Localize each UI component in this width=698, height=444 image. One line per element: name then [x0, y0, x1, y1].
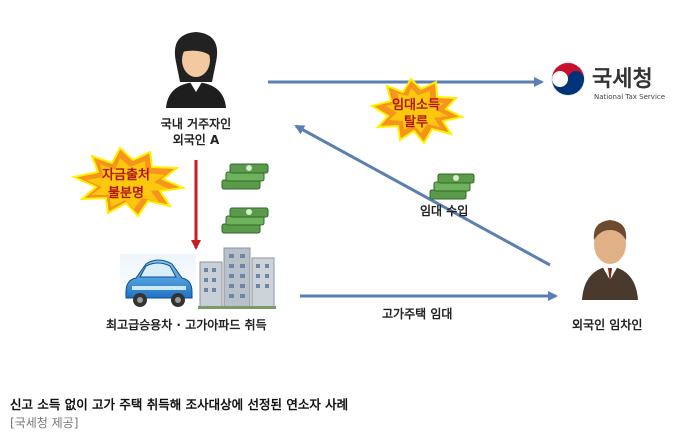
person-a-label: 국내 거주자인 외국인 A	[146, 116, 246, 148]
rent-income-label: 임대 수입	[420, 204, 469, 218]
tenant-label: 외국인 임차인	[572, 318, 643, 332]
tenant-icon	[582, 220, 638, 300]
car-icon	[120, 254, 196, 310]
assets-label: 최고급승용차 · 고가아파드 취득	[106, 318, 267, 332]
nts-logo-text: 국세청	[592, 67, 653, 92]
nts-logo-icon	[551, 62, 585, 96]
diagram: 국세청 National Tax Service 임대소득 탈루 자금출처 불분…	[70, 32, 665, 332]
burst-evasion-line2: 탈루	[404, 115, 428, 130]
caption: 신고 소득 없이 고가 주택 취득해 조사대상에 선정된 연소자 사례	[10, 397, 349, 412]
person-a-label-line2: 외국인 A	[172, 133, 220, 147]
burst-funds-line2: 불분명	[108, 185, 144, 201]
credit: [국세청 제공]	[10, 416, 79, 430]
lease-label: 고가주택 임대	[382, 307, 453, 321]
nts-logo-subtext: National Tax Service	[594, 93, 665, 101]
money-stack-icon	[221, 163, 269, 190]
money-stack-icon	[221, 207, 269, 234]
person-a-label-line1: 국내 거주자인	[160, 117, 232, 131]
arrow-rent-income	[294, 124, 551, 267]
diagram-canvas: 국세청 National Tax Service 임대소득 탈루 자금출처 불분…	[70, 32, 665, 310]
burst-evasion-glow	[386, 88, 448, 133]
apartment-icon	[198, 247, 276, 309]
burst-funds-glow	[86, 158, 169, 209]
burst-evasion-line1: 임대소득	[392, 98, 440, 113]
person-a-icon	[166, 32, 226, 108]
money-stack-icon	[429, 173, 475, 200]
burst-funds-line1: 자금출처	[102, 167, 150, 183]
